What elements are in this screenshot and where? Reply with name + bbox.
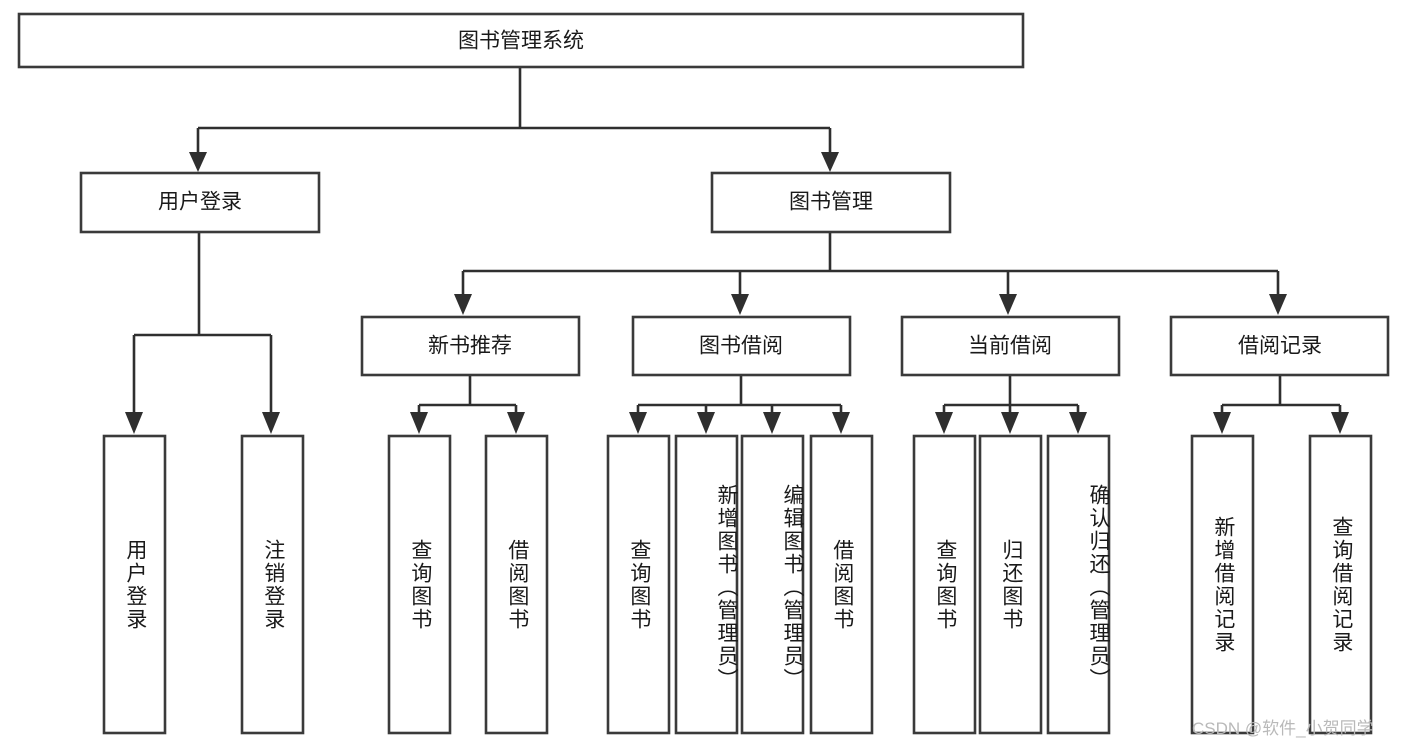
leaf-borrow-add-book[interactable]: 新增图书（管理员） xyxy=(676,436,738,733)
leaf-box xyxy=(387,434,452,735)
connector-borrowrecord-to-leaves xyxy=(1213,375,1349,434)
leaf-current-confirm-return[interactable]: 确认归还（管理员） xyxy=(1048,436,1110,733)
node-root-label: 图书管理系统 xyxy=(458,30,584,53)
connector-bookmgmt-to-level3 xyxy=(454,232,1287,315)
csdn-watermark: CSDN @软件_小贺同学 xyxy=(1192,719,1374,738)
leaf-record-add-record[interactable]: 新增借阅记录 xyxy=(1192,436,1253,733)
node-user-login[interactable]: 用户登录 xyxy=(79,171,321,234)
node-current-borrow-label: 当前借阅 xyxy=(968,335,1052,358)
node-book-borrow[interactable]: 图书借阅 xyxy=(631,315,852,377)
leaf-newbook-query-book[interactable]: 查询图书 xyxy=(389,436,450,733)
leaf-box xyxy=(912,434,977,735)
leaf-borrow-borrow-book-label: 借阅图书 xyxy=(830,538,854,631)
leaf-current-return-book-label: 归还图书 xyxy=(999,538,1023,631)
leaf-borrow-add-book-label: 新增图书（管理员） xyxy=(715,484,738,691)
leaf-box xyxy=(978,434,1043,735)
leaf-box xyxy=(1190,434,1255,735)
leaf-box xyxy=(674,434,739,735)
leaf-current-query-book-label: 查询图书 xyxy=(933,538,957,631)
leaf-borrow-edit-book[interactable]: 编辑图书（管理员） xyxy=(742,436,804,733)
node-new-book-recommend-label: 新书推荐 xyxy=(428,335,512,358)
leaf-current-query-book[interactable]: 查询图书 xyxy=(914,436,975,733)
leaf-box xyxy=(1046,434,1111,735)
node-borrow-record-label: 借阅记录 xyxy=(1238,335,1322,358)
leaf-record-add-record-label: 新增借阅记录 xyxy=(1211,515,1235,654)
node-current-borrow[interactable]: 当前借阅 xyxy=(900,315,1121,377)
leaf-borrow-query-book-label: 查询图书 xyxy=(627,538,651,631)
node-new-book-recommend[interactable]: 新书推荐 xyxy=(360,315,581,377)
leaf-user-login-label: 用户登录 xyxy=(123,538,147,631)
leaf-box xyxy=(102,434,167,735)
leaf-borrow-query-book[interactable]: 查询图书 xyxy=(608,436,669,733)
leaf-box-group xyxy=(102,434,1373,735)
connector-userlogin-to-leaves xyxy=(125,232,280,434)
node-book-management[interactable]: 图书管理 xyxy=(710,171,952,234)
leaf-box xyxy=(240,434,305,735)
leaf-record-query-record[interactable]: 查询借阅记录 xyxy=(1310,436,1371,733)
leaf-current-confirm-return-label: 确认归还（管理员） xyxy=(1087,484,1110,691)
connector-currentborrow-to-leaves xyxy=(935,375,1087,434)
leaf-box xyxy=(1308,434,1373,735)
connector-root-to-level2 xyxy=(189,67,839,172)
leaf-newbook-borrow-book[interactable]: 借阅图书 xyxy=(486,436,547,733)
node-book-management-label: 图书管理 xyxy=(789,191,873,214)
leaf-user-login[interactable]: 用户登录 xyxy=(104,436,165,733)
leaf-borrow-edit-book-label: 编辑图书（管理员） xyxy=(781,484,804,691)
leaf-logout[interactable]: 注销登录 xyxy=(242,436,303,733)
connector-newbook-to-leaves xyxy=(410,375,525,434)
node-root[interactable]: 图书管理系统 xyxy=(17,12,1025,69)
leaf-logout-label: 注销登录 xyxy=(261,538,285,631)
leaf-current-return-book[interactable]: 归还图书 xyxy=(980,436,1041,733)
leaf-box xyxy=(740,434,805,735)
leaf-record-query-record-label: 查询借阅记录 xyxy=(1329,515,1353,654)
leaf-box xyxy=(606,434,671,735)
leaf-newbook-borrow-book-label: 借阅图书 xyxy=(505,538,529,631)
node-user-login-label: 用户登录 xyxy=(158,191,242,214)
leaf-newbook-query-book-label: 查询图书 xyxy=(408,538,432,631)
connector-bookborrow-to-leaves xyxy=(629,375,850,434)
leaf-borrow-borrow-book[interactable]: 借阅图书 xyxy=(811,436,872,733)
node-book-borrow-label: 图书借阅 xyxy=(699,335,783,358)
leaf-box xyxy=(484,434,549,735)
leaf-box xyxy=(809,434,874,735)
node-borrow-record[interactable]: 借阅记录 xyxy=(1169,315,1390,377)
